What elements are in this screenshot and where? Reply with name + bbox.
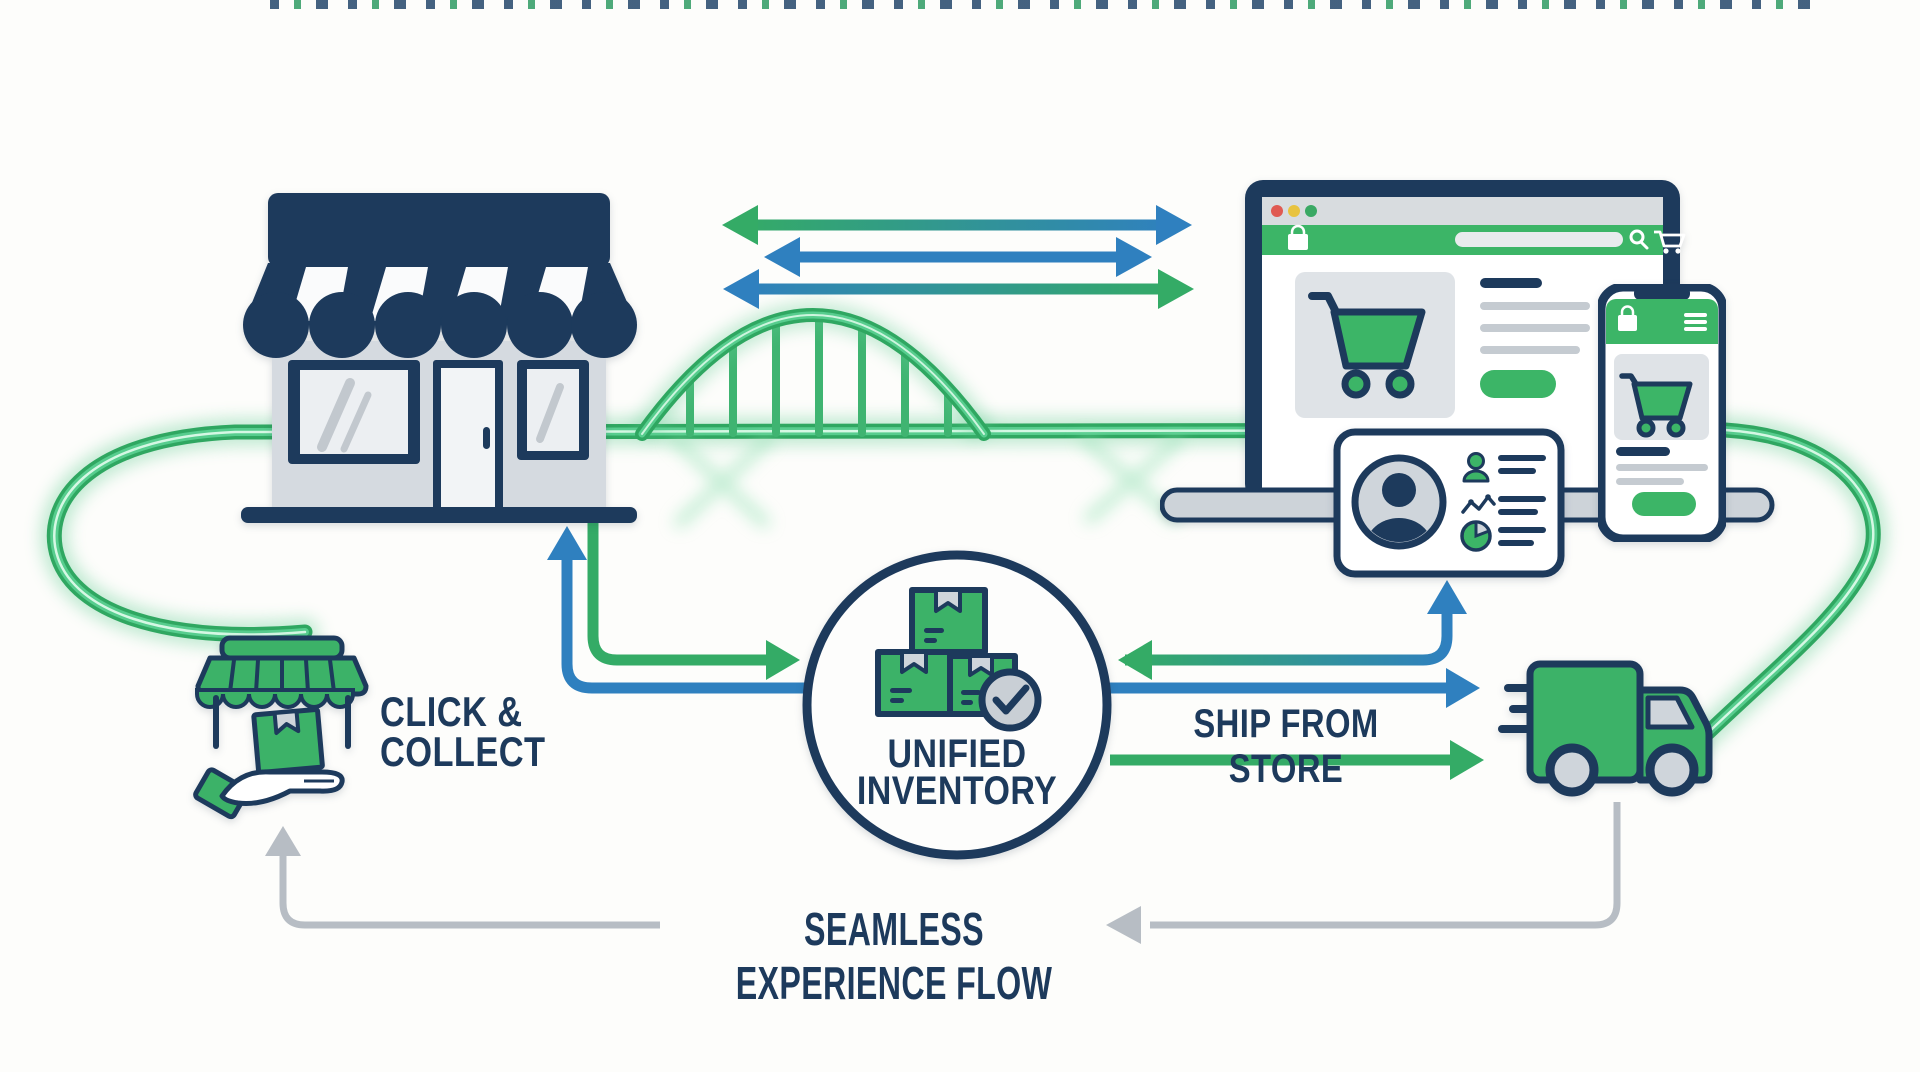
avatar-icon: [1351, 454, 1447, 550]
right-arrow: [1446, 668, 1480, 708]
text-line: [1480, 324, 1590, 332]
delivery-truck-icon: [1492, 652, 1727, 800]
right-arrow: [1158, 269, 1194, 309]
up-arrow: [547, 526, 587, 560]
up-arrow: [1427, 580, 1467, 614]
check-icon: [978, 668, 1042, 732]
left-arrow: [723, 269, 759, 309]
store-ecommerce-sync-arrows: [722, 205, 1194, 309]
left-arrow: [1106, 906, 1141, 944]
search-icon[interactable]: [1629, 229, 1649, 250]
left-arrow: [1118, 640, 1152, 680]
line-chart-icon: [1461, 494, 1496, 514]
pie-chart-icon: [1460, 520, 1492, 552]
buy-button[interactable]: [1632, 492, 1696, 516]
right-arrow: [1116, 237, 1152, 277]
left-arrow: [722, 205, 758, 245]
smartphone-icon: [1598, 284, 1726, 542]
shopping-bag-icon: [1618, 305, 1637, 331]
hamburger-menu-icon[interactable]: [1684, 313, 1707, 331]
wheel: [1645, 743, 1699, 797]
browser-bar: [1262, 197, 1663, 225]
shopping-cart-icon: [1619, 373, 1693, 438]
user-icon: [1462, 452, 1490, 483]
bridge-icon: [631, 302, 1184, 528]
package-box: [251, 706, 325, 776]
green-loop-glow: [40, 415, 1888, 764]
hand: [219, 769, 345, 806]
wheel: [1545, 743, 1599, 797]
top-edge-dashes: [270, 0, 1810, 9]
unified-inventory-label: UNIFIED INVENTORY: [856, 732, 1058, 813]
store-inventory-arrows: [547, 523, 960, 694]
search-input[interactable]: [1455, 232, 1623, 247]
seamless-flow-path: [265, 802, 1621, 944]
right-arrow: [1156, 205, 1192, 245]
left-arrow: [764, 237, 800, 277]
up-arrow: [265, 826, 301, 856]
store-door: [433, 360, 503, 513]
text-line: [1616, 478, 1684, 485]
right-arrow: [1450, 740, 1484, 780]
seamless-flow-label: SEAMLESS EXPERIENCE FLOW: [735, 903, 1053, 1009]
store-window: [517, 360, 589, 460]
text-line: [1480, 302, 1590, 310]
inventory-right-arrows: [1110, 580, 1484, 780]
shopping-cart-icon[interactable]: [1654, 230, 1686, 254]
store-window: [288, 360, 420, 464]
text-line: [1616, 464, 1708, 471]
buy-button[interactable]: [1480, 370, 1556, 398]
text-line: [1616, 447, 1670, 456]
text-line: [1480, 278, 1542, 288]
ship-from-store-label: SHIP FROM STORE: [1193, 702, 1379, 791]
right-arrow: [766, 640, 800, 680]
browser-traffic-lights: [1271, 205, 1317, 217]
shopping-cart-icon: [1308, 292, 1426, 399]
click-collect-label: CLICK & COLLECT: [380, 688, 546, 775]
awning-scallops: [243, 292, 637, 358]
customer-card-icon: [1333, 428, 1565, 578]
shopping-bag-icon: [1288, 224, 1308, 250]
unified-inventory-hub: UNIFIED INVENTORY: [800, 548, 1114, 862]
phone-notch: [1634, 287, 1690, 300]
storefront-icon: [238, 155, 642, 527]
awning-scallops: [195, 688, 355, 709]
hand-package-icon: [192, 628, 372, 828]
text-line: [1480, 346, 1580, 354]
